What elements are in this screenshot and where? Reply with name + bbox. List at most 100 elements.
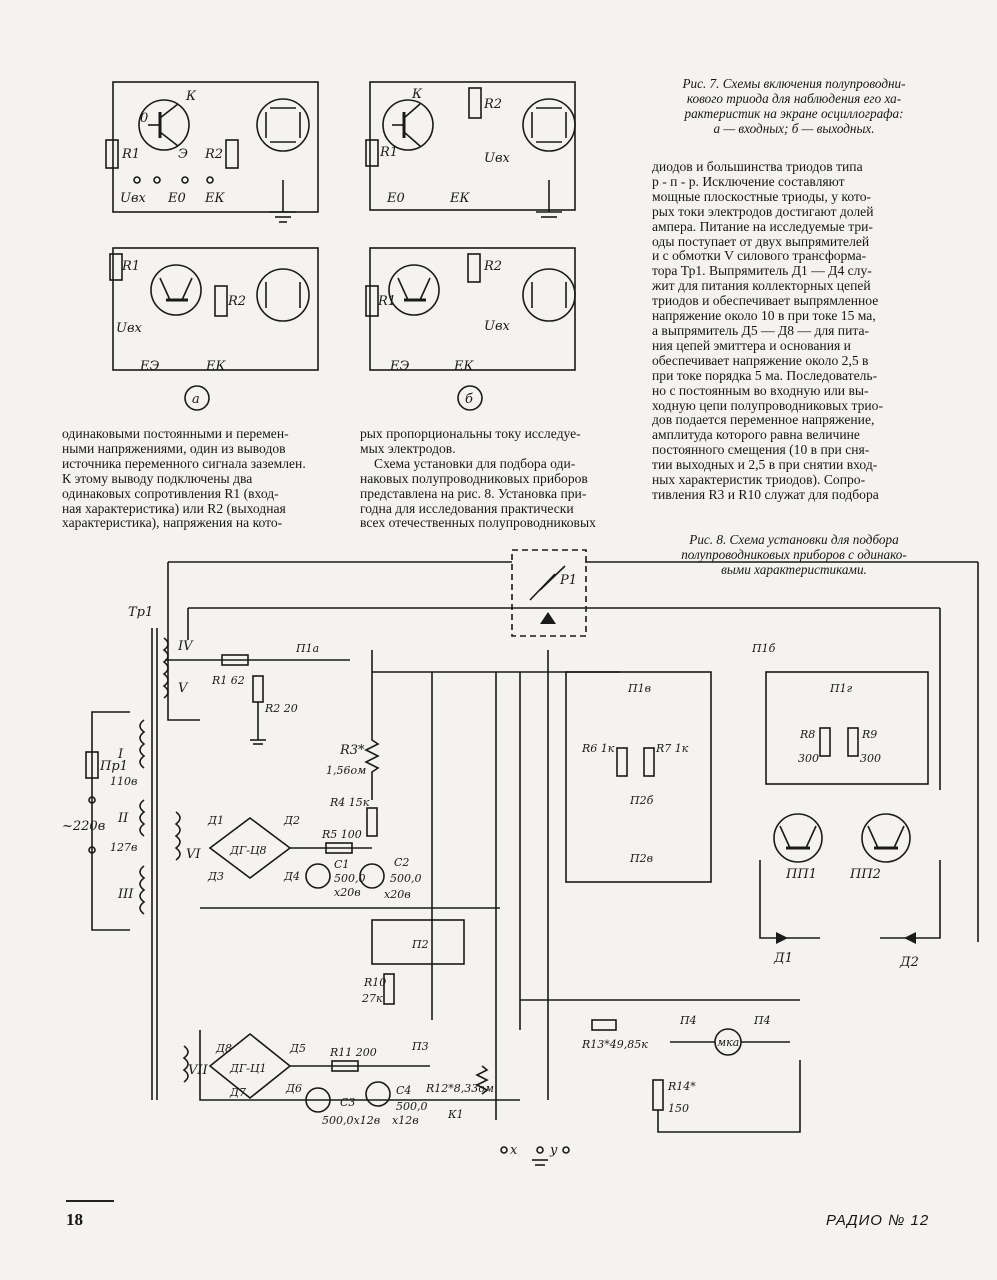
key-label: К1 [447,1108,464,1121]
text-line: диодов и большинства триодов типа [652,159,863,174]
switch-label: П4 [753,1014,771,1027]
resistor-label: R10 [363,976,386,989]
text-line: тивления R3 и R10 служат для подбора [652,486,879,502]
capacitor-symbol [359,863,385,889]
label: К [411,87,423,102]
fig7-a-circuit-2: R1 R2 Uвх EЭ EК а [109,247,319,411]
resistor-symbol [221,654,249,666]
diode-label: Д6 [285,1082,302,1095]
relay-label: Р1 [559,573,577,588]
diode-bridge [208,817,292,879]
transformer-label: Тр1 [128,605,153,620]
fig8-caption-line: полупроводниковых приборов с одинако- [681,547,907,562]
switch-label: П2б [629,794,654,807]
text-column-2: рых пропорциональны току исследуе- мых э… [360,426,638,531]
winding-label: IV [177,639,194,654]
capacitor-symbol [305,863,331,889]
text-line: ния цепей эмиттера и основания и [652,337,851,353]
label: E0 [386,191,405,206]
text-line: мощные плоскостные триоды, у кото- [652,188,872,204]
resistor-label: R7 1к [655,742,689,755]
diode-label: Д1 [773,951,793,966]
label: E0 [167,191,186,206]
resistor-label: R3* [339,743,365,758]
text-line: характеристика), напряжения на кото- [62,515,283,531]
winding-symbol [182,1045,189,1083]
page-number: 18 [66,1210,83,1229]
text-column-3: диодов и большинства триодов типа р - п … [652,159,936,503]
fig7-caption-line: а — входных; б — выходных. [713,121,875,136]
fuse-label: Пр1 [99,759,128,774]
fig7-caption-line: рактеристик на экране осциллографа: [684,106,904,121]
resistor-value: 300 [798,752,819,765]
text-line: одинаковых сопротивления R1 (вход- [62,485,279,501]
label: Uвх [116,321,143,336]
text-line: одинаковыми постоянными и перемен- [62,426,289,441]
text-line: ампера. Питание на исследуемые три- [652,218,873,234]
fig7-b-output-circuit: E0 EК Uвх R2 R1 К [365,81,576,218]
resistor-symbol [643,747,655,777]
resistor-label: R8 [799,728,815,741]
crt-symbol [522,268,576,322]
resistor-label: R1 62 [211,674,245,687]
fig8-caption-line: Рис. 8. Схема установки для подбора [689,532,899,547]
diode-bridge [208,1032,292,1100]
capacitor-value: 500,0 [390,872,422,885]
capacitor-symbol [305,1087,331,1113]
fig7-caption: Рис. 7. Схемы включения полупроводни- ко… [648,76,940,136]
magazine-title: РАДИО № 12 [826,1212,930,1229]
capacitor-value: 500,0 [334,872,366,885]
winding-symbol [174,811,181,861]
text-line: тора Тр1. Выпрямитель Д1 — Д4 слу- [652,263,872,279]
switch-label: П1г [829,682,853,695]
text-line: наковых полупроводниковых приборов [360,470,588,486]
resistor-symbol [225,139,239,169]
resistor-symbol [383,973,395,1005]
resistor-label: R12*8,33ом [425,1082,494,1095]
crt-symbol [256,98,310,152]
text-line: напряжение около 10 в при токе 15 ма, [652,308,876,324]
capacitor-value: 500,0х12в [322,1114,380,1127]
resistor-label: R13*49,85к [581,1038,648,1051]
label: Uвх [484,319,511,334]
resistor-symbol [109,253,123,281]
diode-label: Д8 [215,1042,232,1055]
winding-label: VI [186,847,201,862]
resistor-label: R6 1к [581,742,615,755]
label: EК [453,359,474,374]
diode-label: Д2 [283,814,300,827]
capacitor-value: х20в [334,886,361,899]
label: EЭ [139,359,159,374]
winding-symbol [139,865,146,915]
transistor-symbol [388,264,440,316]
resistor-symbol [819,727,831,757]
label: R1 [121,259,140,274]
text-line: р - п - р. Исключение составляют [652,173,845,189]
switch-label: П2 [411,938,429,951]
text-line: но с постоянным во входную или вы- [652,382,869,398]
resistor-symbol [591,1019,617,1031]
panel-mark-a [184,385,210,411]
capacitor-value: х12в [392,1114,419,1127]
text-line: ходную цепи полупроводниковых трио- [652,397,883,413]
resistor-symbol [214,285,228,317]
resistor-symbol [616,747,628,777]
capacitor-value: х20в [384,888,411,901]
text-line: постоянного смещения (10 в при сня- [652,442,870,458]
panel-label-b: б [465,392,473,407]
label: R1 [377,294,396,309]
label: EК [204,191,225,206]
resistor-symbol [365,139,379,167]
switch-label: П1б [751,642,776,655]
text-line: оды поступает от двух выпрямителей [652,233,870,249]
text-line: всех отечественных полупроводниковых [360,515,596,531]
winding-label: III [117,887,134,902]
resistor-symbol [325,842,353,854]
resistor-label: R4 15к [329,796,370,809]
resistor-symbol [468,87,482,119]
label: Э [178,147,188,162]
text-line: тии выходных и 2,5 в при снятии вход- [652,457,878,473]
text-line: ная характеристика) или R2 (выходная [62,500,286,516]
resistor-value: 300 [860,752,881,765]
terminal-label: х [510,1143,518,1158]
